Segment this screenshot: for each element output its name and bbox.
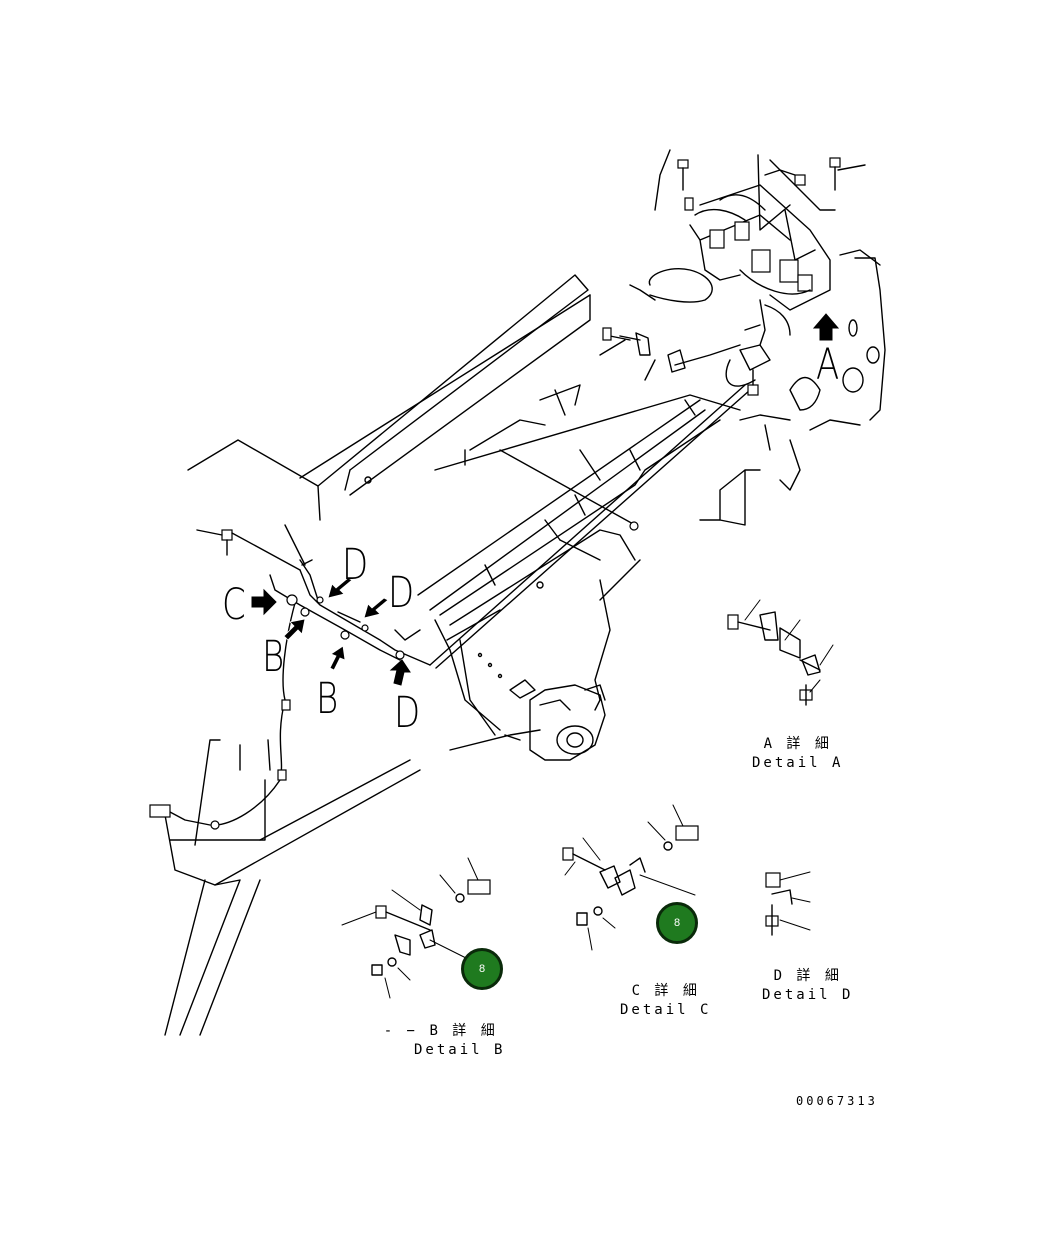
badge-detail-c-label: 8 bbox=[673, 917, 681, 929]
arrow-d1 bbox=[327, 577, 353, 599]
badge-detail-b-label: 8 bbox=[478, 963, 486, 975]
detail-a-jp: A 詳 細 bbox=[763, 736, 832, 752]
detail-a-caption: A 詳 細 Detail A bbox=[752, 735, 843, 773]
detail-d-drawing bbox=[765, 871, 811, 936]
hydraulic-tube bbox=[429, 384, 751, 669]
arrow-b1 bbox=[283, 618, 306, 641]
valve-assembly bbox=[629, 149, 866, 387]
drawing-number: 00067313 bbox=[796, 1094, 878, 1108]
arrow-d3 bbox=[389, 659, 411, 686]
detail-d-caption: D 詳 細 Detail D bbox=[762, 967, 853, 1005]
detail-b-prefix: - − bbox=[383, 1023, 418, 1039]
callout-letter-d3: D bbox=[394, 688, 421, 738]
callout-letter-d2: D bbox=[388, 568, 415, 618]
detail-b-en: Detail B bbox=[414, 1042, 506, 1058]
callout-letter-d1: D bbox=[342, 540, 369, 590]
callout-arrows bbox=[251, 313, 840, 686]
callout-letter-c: C bbox=[222, 580, 246, 630]
detail-b-caption: - − B 詳 細 Detail B bbox=[376, 1022, 505, 1060]
detail-c-caption: C 詳 細 Detail C bbox=[620, 982, 711, 1020]
detail-a-en: Detail A bbox=[752, 755, 844, 771]
arrow-a bbox=[812, 313, 840, 341]
callout-letter-a: A bbox=[816, 340, 840, 390]
detail-c-drawing bbox=[562, 804, 699, 951]
arrow-b2 bbox=[329, 645, 346, 671]
detail-c-jp: C 詳 細 bbox=[631, 983, 700, 999]
detail-a-drawing bbox=[727, 599, 834, 706]
right-frame bbox=[699, 249, 886, 526]
frame-body bbox=[164, 274, 741, 1036]
arrow-c bbox=[251, 588, 277, 616]
detail-d-jp: D 詳 細 bbox=[773, 968, 842, 984]
detail-b-jp: B 詳 細 bbox=[429, 1023, 498, 1039]
left-harness bbox=[149, 524, 431, 830]
detail-b-jp-row: - − B 詳 細 bbox=[376, 1022, 505, 1041]
swing-hub bbox=[364, 476, 606, 761]
detail-c-en: Detail C bbox=[620, 1002, 712, 1018]
badge-detail-c[interactable]: 8 bbox=[656, 902, 698, 944]
mid-clamps bbox=[599, 324, 761, 396]
detail-b-drawing bbox=[341, 857, 491, 999]
callout-letter-b2: B bbox=[316, 674, 339, 724]
badge-detail-b[interactable]: 8 bbox=[461, 948, 503, 990]
callout-letter-b1: B bbox=[262, 632, 285, 682]
detail-d-en: Detail D bbox=[762, 987, 854, 1003]
arrow-d2 bbox=[363, 597, 389, 619]
